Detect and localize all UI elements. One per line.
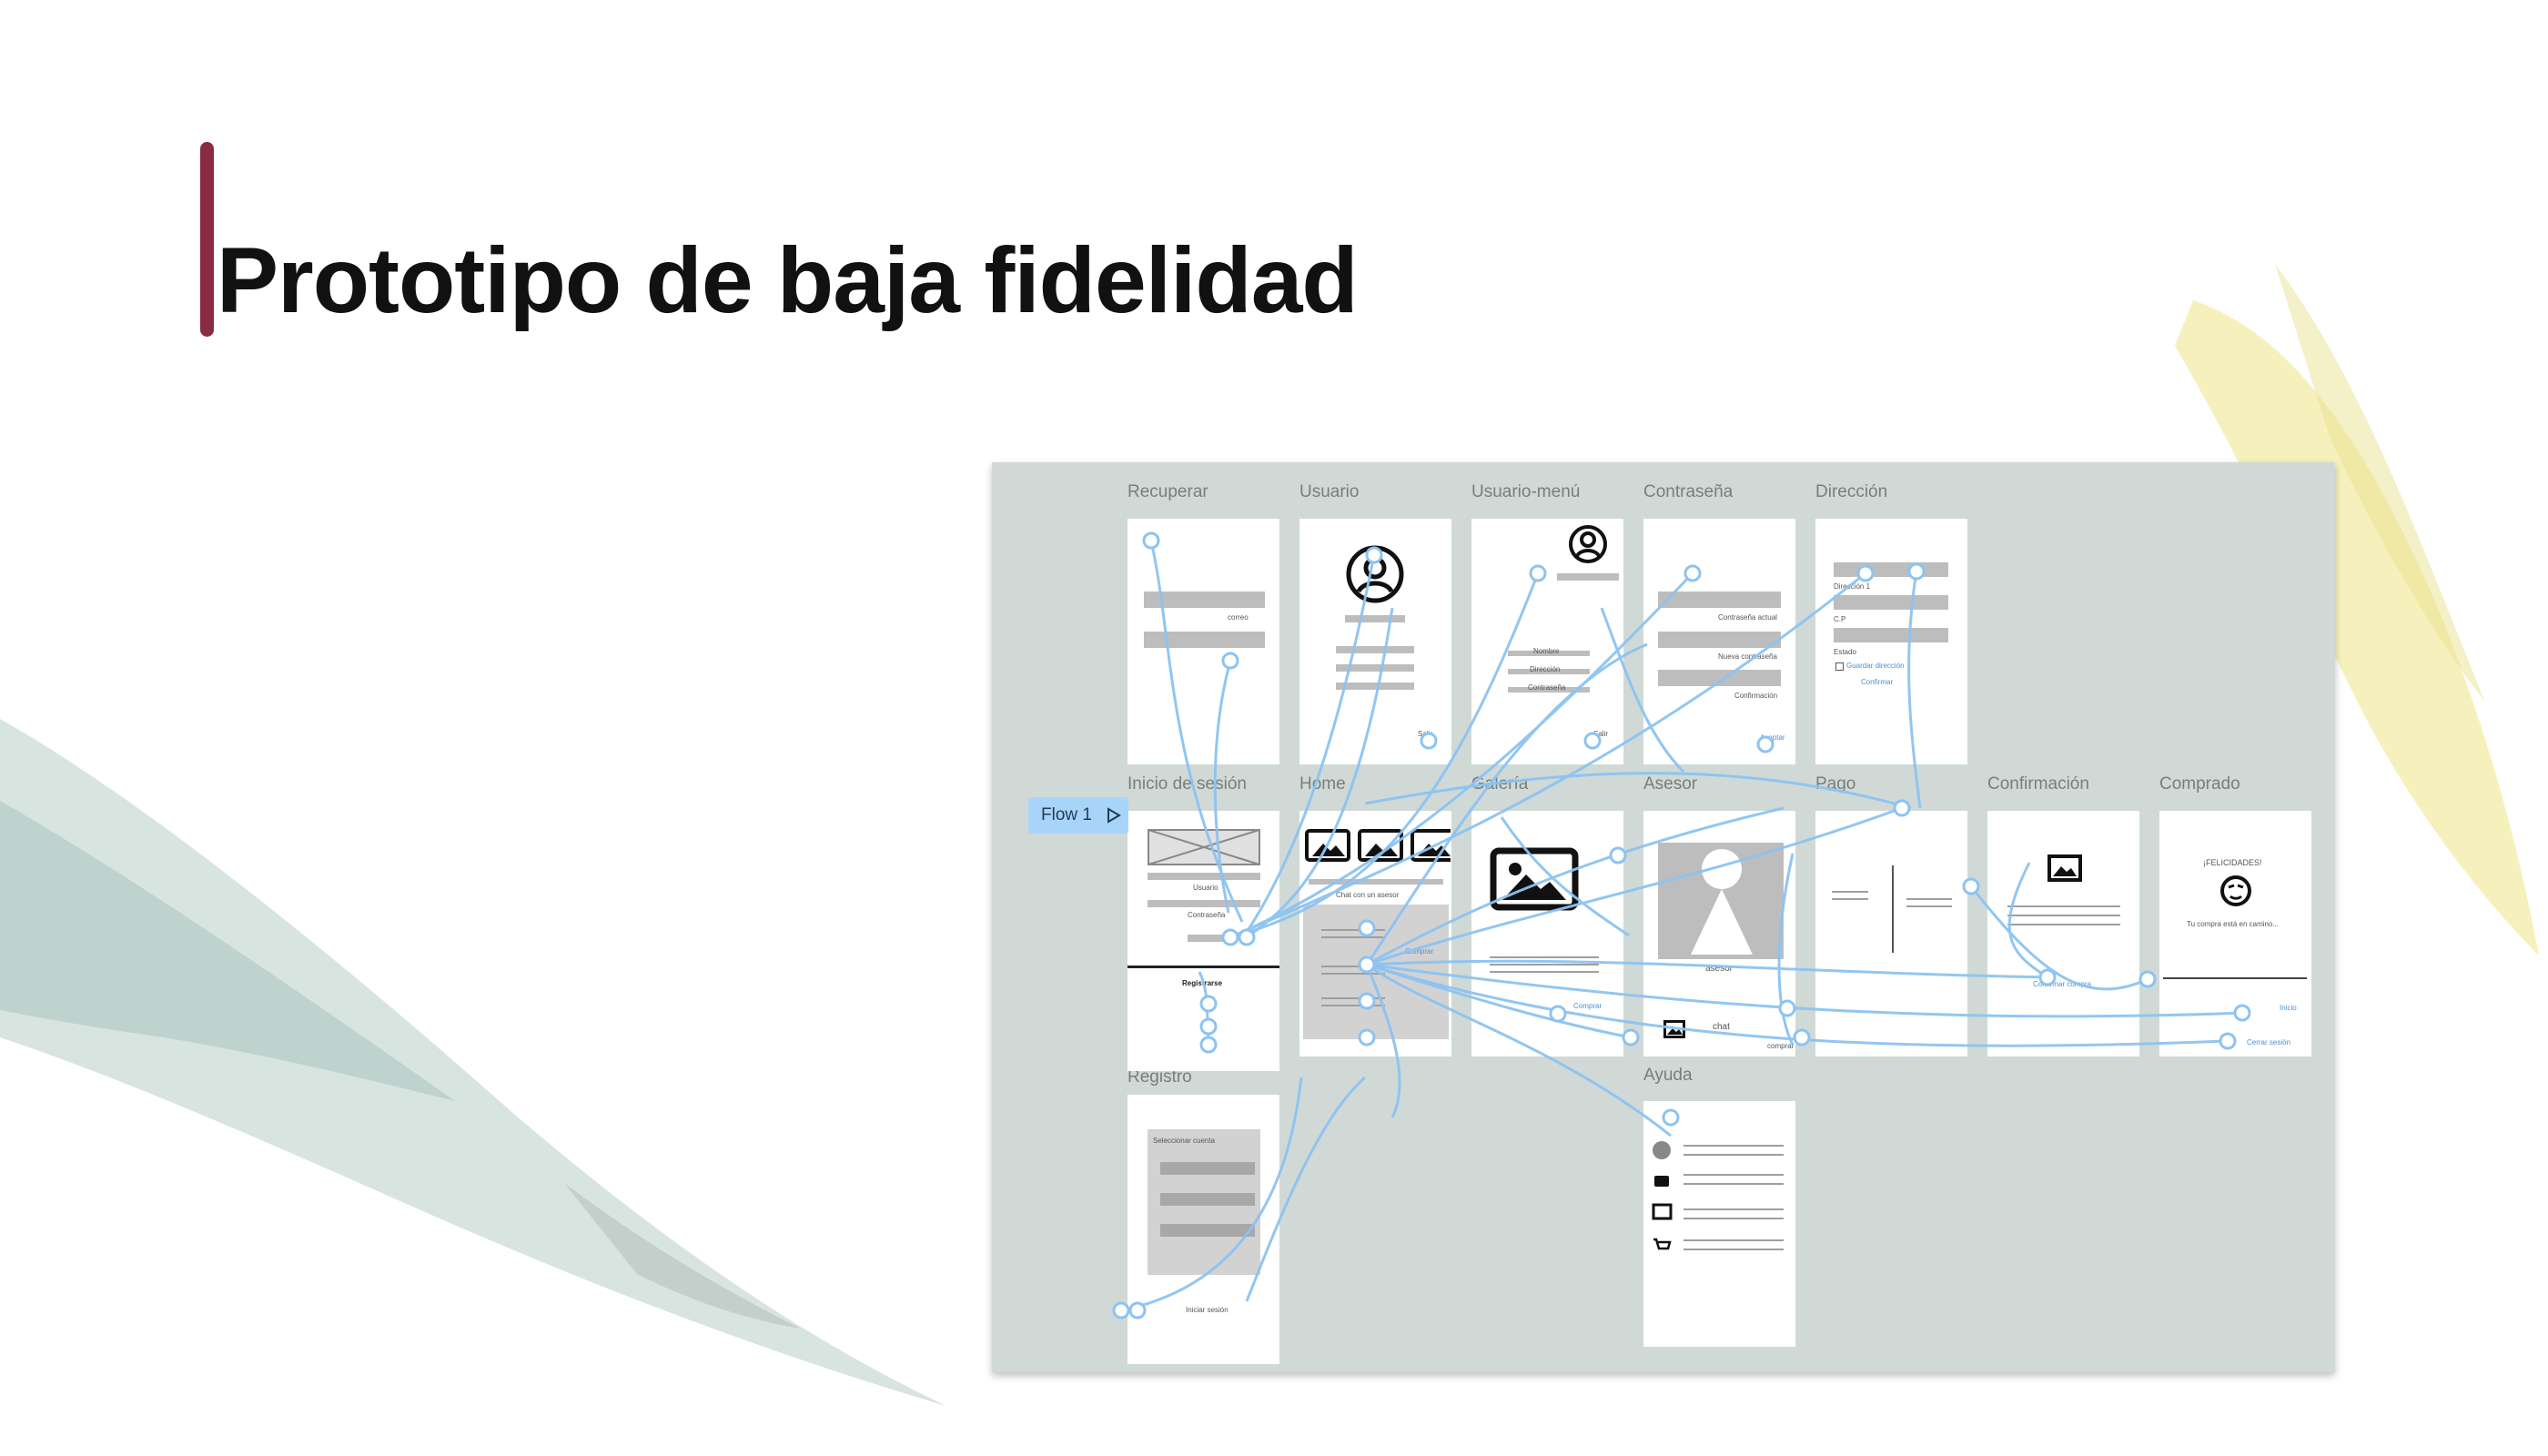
menu-nombre-label: Nombre	[1533, 647, 1560, 655]
frame-usuario-menu[interactable]: Nombre Dirección Contraseña Salir	[1471, 519, 1623, 764]
comprado-inicio-button[interactable]: Inicio	[2280, 1004, 2297, 1012]
image-icon	[1663, 1020, 1685, 1038]
pw-confirmacion-label: Confirmación	[1734, 692, 1778, 700]
frame-label-comprado: Comprado	[2159, 774, 2240, 794]
home-comprar-button[interactable]: Comprar	[1405, 947, 1434, 956]
pw-actual-label: Contraseña actual	[1718, 613, 1777, 622]
frame-label-confirmacion: Confirmación	[1987, 774, 2089, 794]
home-chat-label[interactable]: Chat con un asesor	[1336, 891, 1400, 899]
dir-cp-label: C.P	[1834, 615, 1846, 623]
asesor-name-label: asesor	[1705, 964, 1734, 974]
prototype-board: Recuperar Usuario Usuario-menú Contraseñ…	[992, 462, 2335, 1372]
comprado-title: ¡FELICIDADES!	[2203, 858, 2262, 867]
asesor-chat-label[interactable]: chat	[1713, 1022, 1730, 1032]
frame-label-inicio-sesion: Inicio de sesión	[1127, 774, 1247, 794]
frame-comprado[interactable]: ¡FELICIDADES! Tu compra está en camino..…	[2159, 811, 2311, 1057]
registro-seleccionar-label: Seleccionar cuenta	[1153, 1137, 1216, 1145]
user-menu-avatar-icon	[1569, 525, 1607, 563]
frame-direccion[interactable]: Dirección 1 C.P Estado Guardar dirección…	[1815, 519, 1967, 764]
watercolor-stroke-left	[0, 719, 946, 1406]
play-icon[interactable]	[1107, 807, 1121, 824]
dir-direccion1-label: Dirección 1	[1834, 582, 1871, 591]
frame-label-pago: Pago	[1815, 774, 1856, 794]
login-contrasena-label: Contraseña	[1188, 911, 1226, 919]
dir-estado-label: Estado	[1834, 648, 1856, 656]
frame-label-recuperar: Recuperar	[1127, 482, 1208, 501]
frame-recuperar[interactable]: correo	[1127, 519, 1279, 764]
frame-label-ayuda: Ayuda	[1643, 1066, 1693, 1085]
frame-contrasena[interactable]: Contraseña actual Nueva contraseña Confi…	[1643, 519, 1795, 764]
frame-label-usuario: Usuario	[1299, 482, 1360, 501]
frame-label-usuario-menu: Usuario-menú	[1471, 482, 1581, 501]
confirmation-image-icon	[2048, 854, 2082, 882]
frame-galeria[interactable]: Comprar	[1471, 811, 1623, 1057]
frame-inicio-sesion[interactable]: Usuario Contraseña Registrarse	[1127, 811, 1279, 1071]
advisor-person-icon	[1691, 849, 1753, 955]
registro-iniciar-button[interactable]: Iniciar sesión	[1186, 1306, 1228, 1314]
frame-label-contrasena: Contraseña	[1643, 482, 1734, 501]
pw-aceptar-button[interactable]: Aceptar	[1760, 733, 1785, 742]
user-avatar-icon	[1346, 545, 1404, 603]
help-icons-column	[1652, 1141, 1673, 1250]
menu-direccion-label: Dirección	[1530, 665, 1561, 673]
save-address-checkbox[interactable]	[1835, 662, 1844, 671]
confirm-compra-button[interactable]: Confirmar compra	[2033, 980, 2092, 988]
menu-salir-label: Salir	[1593, 730, 1609, 738]
frame-pago[interactable]	[1815, 811, 1967, 1057]
frame-ayuda[interactable]	[1643, 1101, 1795, 1347]
comprado-cerrar-button[interactable]: Cerrar sesión	[2247, 1038, 2291, 1046]
frame-home[interactable]: Chat con un asesor Comprar	[1299, 811, 1451, 1057]
dir-guardar-label: Guardar dirección	[1846, 662, 1905, 670]
frame-usuario[interactable]: Salir	[1299, 519, 1451, 764]
title-accent-bar	[200, 142, 214, 337]
comprado-msg: Tu compra está en camino...	[2187, 920, 2280, 928]
smiley-face-icon	[2220, 875, 2251, 906]
recuperar-correo-label: correo	[1228, 613, 1249, 622]
gallery-image-icon	[1490, 847, 1579, 911]
menu-contrasena-label: Contraseña	[1528, 683, 1566, 692]
pw-nueva-label: Nueva contraseña	[1718, 652, 1777, 661]
slide-title: Prototipo de baja fidelidad	[217, 228, 1359, 332]
frame-label-asesor: Asesor	[1643, 774, 1698, 794]
login-registrarse-label[interactable]: Registrarse	[1182, 979, 1223, 987]
frame-label-direccion: Dirección	[1815, 482, 1888, 501]
usuario-salir-label: Salir	[1418, 730, 1433, 738]
dir-confirmar-button[interactable]: Confirmar	[1861, 678, 1894, 686]
frame-confirmacion[interactable]: Confirmar compra	[1987, 811, 2139, 1057]
frame-label-home: Home	[1299, 774, 1346, 794]
frame-asesor[interactable]: asesor chat comprar	[1643, 811, 1795, 1057]
flow-start-badge[interactable]: Flow 1	[1028, 797, 1128, 834]
frame-registro[interactable]: Seleccionar cuenta Iniciar sesión	[1127, 1095, 1279, 1364]
asesor-comprar-button[interactable]: comprar	[1767, 1042, 1795, 1050]
flow-label: Flow 1	[1041, 805, 1092, 824]
login-usuario-label: Usuario	[1193, 884, 1218, 892]
home-image-carousel-icon	[1305, 829, 1451, 862]
galeria-comprar-button[interactable]: Comprar	[1573, 1002, 1603, 1010]
logo-placeholder-icon	[1148, 829, 1260, 865]
frame-label-galeria: Galería	[1471, 774, 1529, 794]
